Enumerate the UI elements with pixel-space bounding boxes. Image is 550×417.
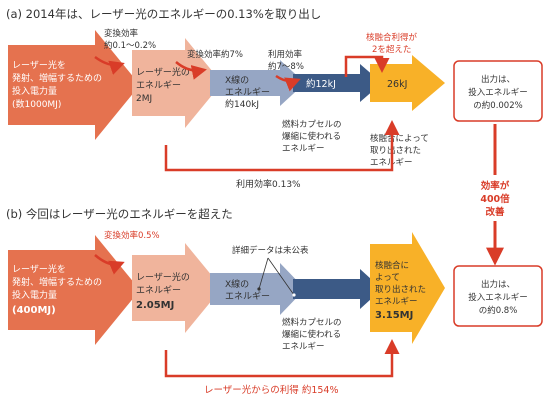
section-a-laser-line-1: レーザー光の: [136, 66, 190, 78]
section-a-util-curve-arrow: [275, 74, 301, 92]
improvement-label-bg: [474, 175, 516, 221]
section-b-result-line-1: 出力は、: [481, 279, 515, 290]
section-a-laser-value: 2MJ: [136, 94, 152, 104]
section-a-conv2-curve-arrow: [175, 61, 207, 80]
section-b-output-line-3: 取り出された: [375, 284, 426, 295]
section-b-input-line-2: 発射、増幅するための: [12, 276, 102, 288]
section-a-result-box: [453, 60, 543, 122]
section-b-conv-curve-arrow: [94, 254, 125, 275]
section-a-fuel-arrow: [293, 64, 382, 102]
section-b-laser-arrow: [132, 243, 222, 333]
section-a-conv-label-1: 変換効率: [104, 28, 139, 39]
section-a-laser-line-2: エネルギー: [136, 80, 181, 91]
section-a-title: (a) 2014年は、レーザー光のエネルギーの0.13%を取り出し: [6, 7, 321, 21]
section-a-fusion-caption-1: 核融合によって: [370, 133, 429, 144]
section-a-output-value: 26kJ: [387, 79, 407, 90]
section-a-gain-label-2: 2を超えた: [372, 44, 411, 55]
section-b-fuel-arrow: [293, 269, 382, 309]
section-a-result-line-2: 投入エネルギー: [468, 87, 528, 98]
section-b-xray-line-2: エネルギー: [225, 291, 270, 302]
section-a-total-label: 利用効率0.13%: [236, 178, 301, 190]
section-a-fuel-caption-1: 燃料カプセルの: [282, 119, 342, 130]
section-b-title: (b) 今回はレーザー光のエネルギーを超えた: [6, 207, 233, 221]
section-a-xray-line-1: X線の: [225, 74, 249, 86]
section-b-fuel-caption-3: エネルギー: [282, 342, 325, 352]
section-a-input-arrow: [8, 30, 140, 140]
section-a-input-line-2: 発射、増幅するための: [12, 72, 102, 84]
section-a-result-line-3: の約0.002%: [473, 100, 522, 111]
section-a-util-label-1: 利用効率: [268, 49, 303, 60]
section-b-input-line-3: 投入電力量: [12, 289, 57, 301]
section-a-input-line-3: 投入電力量: [12, 85, 57, 97]
improvement-line-3: 改善: [485, 206, 505, 218]
section-a-fuel-value: 約12kJ: [306, 78, 336, 90]
section-b-output-line-2: よって: [375, 273, 400, 283]
section-b-laser-line-1: レーザー光の: [136, 271, 190, 283]
section-a-result-line-1: 出力は、: [481, 74, 515, 85]
section-a-conv-curve-arrow: [94, 55, 125, 75]
section-a-fuel-caption-2: 爆縮に使われる: [282, 131, 341, 142]
section-a-util-label-2: 約7〜8%: [268, 61, 304, 72]
section-b-input-line-1: レーザー光を: [12, 263, 66, 275]
section-b-output-arrow: [370, 232, 445, 344]
section-b-gain-bracket-arrow: [164, 339, 400, 378]
section-a-input-line-4: (数1000MJ): [12, 98, 61, 110]
section-b-laser-line-2: エネルギー: [136, 285, 181, 296]
section-b-detail-dot-1: [257, 287, 261, 291]
section-b-detail-dot-2: [292, 293, 296, 297]
section-a-input-line-1: レーザー光を: [12, 59, 66, 71]
improvement-line-2: 400倍: [480, 193, 510, 205]
section-b-fuel-caption-1: 燃料カプセルの: [282, 317, 342, 328]
section-a-fusion-caption-2: 取り出された: [370, 145, 421, 156]
section-a-gain-label-1: 核融合利得が: [366, 32, 418, 43]
section-a-fuel-caption-3: エネルギー: [282, 144, 325, 154]
section-a-xray-arrow: [210, 60, 305, 106]
section-b-result-box: [453, 265, 543, 327]
section-b-fuel-caption-2: 爆縮に使われる: [282, 329, 341, 340]
section-a-conv-label-2: 約0.1〜0.2%: [104, 40, 156, 51]
section-b-result-line-3: の約0.8%: [479, 305, 518, 316]
section-b-conv-label: 変換効率0.5%: [104, 230, 160, 241]
section-a-gain-bracket-arrow: [344, 55, 390, 77]
section-b-laser-value: 2.05MJ: [136, 300, 174, 311]
section-a-laser-arrow: [132, 38, 222, 128]
section-b-output-line-4: エネルギー: [375, 297, 418, 307]
section-a-conv2-label: 変換効率約7%: [187, 49, 243, 60]
section-b-result-line-2: 投入エネルギー: [468, 292, 528, 303]
section-b-detail-pointer-1: [258, 257, 269, 290]
section-b-xray-line-1: X線の: [225, 278, 249, 290]
improvement-line-1: 効率が: [481, 180, 510, 192]
section-b-output-value: 3.15MJ: [375, 310, 413, 321]
section-b-detail-label: 詳細データは未公表: [232, 245, 309, 256]
section-a-xray-line-2: エネルギー: [225, 87, 270, 98]
section-b-input-line-4: (400MJ): [12, 305, 56, 316]
section-a-xray-value: 約140kJ: [225, 98, 259, 110]
section-b-output-line-1: 核融合に: [375, 260, 409, 271]
section-a-total-bracket-arrow: [164, 120, 400, 172]
section-b-detail-pointer-2: [267, 257, 295, 296]
section-b-input-arrow: [8, 235, 140, 345]
section-b-gain-label: レーザー光からの利得 約154%: [204, 384, 339, 396]
